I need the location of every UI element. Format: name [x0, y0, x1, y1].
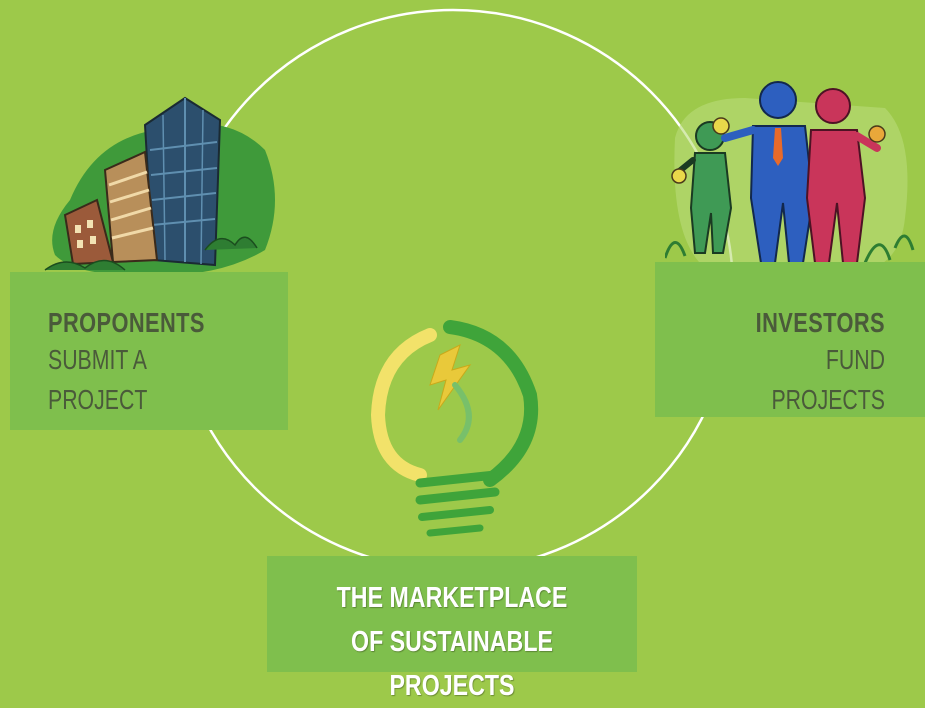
marketplace-line-2: OF SUSTAINABLE PROJECTS: [351, 626, 553, 702]
buildings-icon: [44, 96, 276, 276]
marketplace-panel: THE MARKETPLACE OF SUSTAINABLE PROJECTS: [267, 556, 637, 702]
marketplace-line-1: THE MARKETPLACE: [336, 582, 568, 614]
people-icon: [665, 81, 915, 273]
proponents-subtitle: SUBMIT A PROJECT: [48, 344, 148, 415]
proponents-title: PROPONENTS: [48, 307, 205, 338]
diagram: PROPONENTS SUBMIT A PROJECT INVESTORS FU…: [10, 8, 925, 702]
lightbulb-icon: [370, 320, 539, 537]
investors-subtitle: FUND PROJECTS: [771, 344, 885, 415]
investors-panel: INVESTORS FUND PROJECTS: [655, 262, 925, 417]
investors-title: INVESTORS: [755, 307, 885, 338]
proponents-panel: PROPONENTS SUBMIT A PROJECT: [10, 272, 288, 430]
